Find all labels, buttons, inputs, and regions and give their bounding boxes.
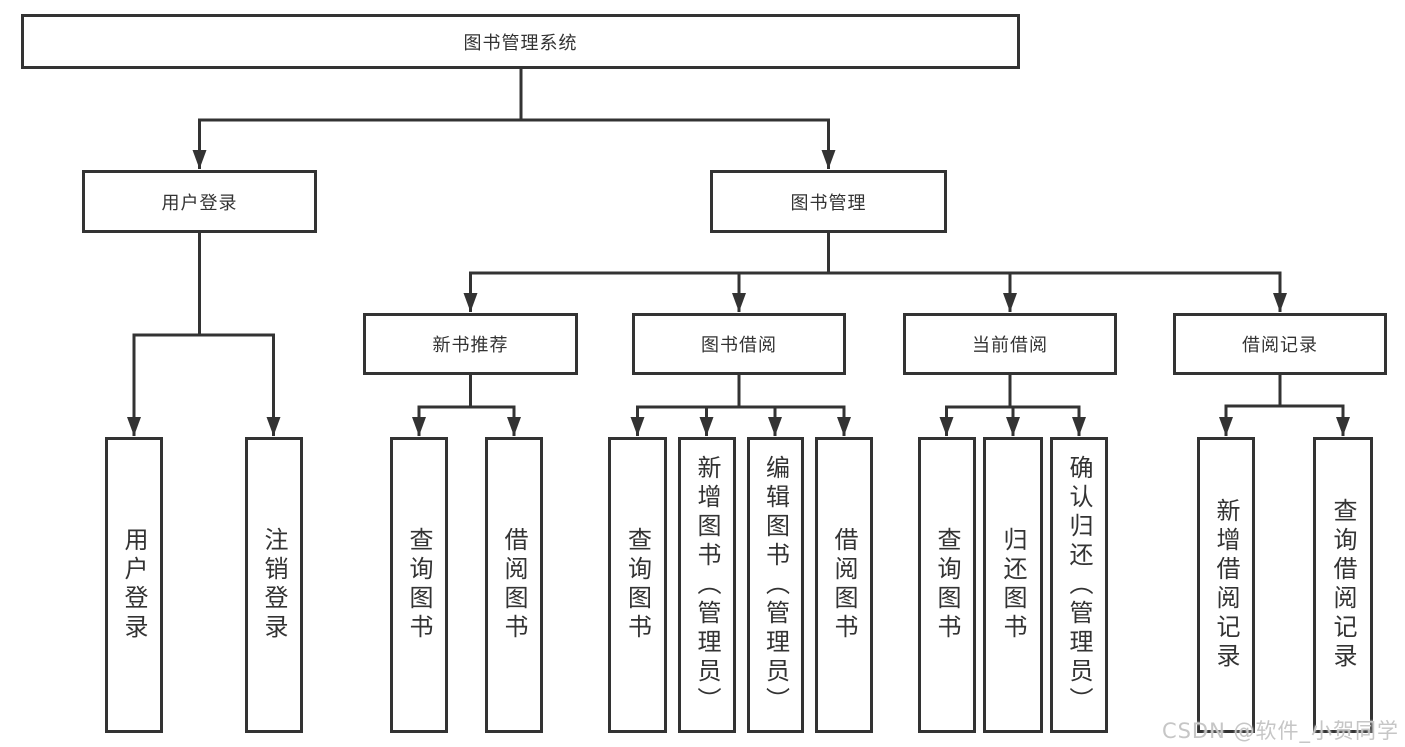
leaf-label: 查询图书 bbox=[933, 527, 961, 643]
leaf-query-books: 查询图书 bbox=[918, 437, 976, 733]
leaf-query-books: 查询图书 bbox=[608, 437, 667, 733]
node-current-borrowing: 当前借阅 bbox=[903, 313, 1117, 375]
node-label: 当前借阅 bbox=[972, 335, 1048, 356]
node-book-management: 图书管理 bbox=[710, 170, 947, 233]
leaf-label: 借阅图书 bbox=[500, 527, 528, 643]
leaf-label: 借阅图书 bbox=[830, 527, 858, 643]
leaf-label: 新增图书（管理员） bbox=[693, 454, 721, 716]
leaf-add-book-admin: 新增图书（管理员） bbox=[678, 437, 736, 733]
node-borrowing-records: 借阅记录 bbox=[1173, 313, 1387, 375]
leaf-label: 查询图书 bbox=[405, 527, 433, 643]
node-label: 新书推荐 bbox=[432, 335, 509, 356]
node-label: 图书管理系统 bbox=[463, 32, 578, 54]
leaf-add-borrow-record: 新增借阅记录 bbox=[1197, 437, 1255, 733]
leaf-query-books: 查询图书 bbox=[390, 437, 448, 733]
leaf-label: 新增借阅记录 bbox=[1212, 498, 1240, 672]
node-new-book-recommend: 新书推荐 bbox=[363, 313, 578, 375]
leaf-label: 查询图书 bbox=[623, 527, 652, 643]
leaf-label: 查询借阅记录 bbox=[1329, 498, 1357, 672]
leaf-user-login: 用户登录 bbox=[105, 437, 163, 733]
node-library-management-system: 图书管理系统 bbox=[21, 14, 1020, 69]
node-label: 图书管理 bbox=[790, 192, 867, 214]
node-book-borrowing: 图书借阅 bbox=[632, 313, 846, 375]
node-label: 用户登录 bbox=[161, 192, 238, 214]
leaf-logout: 注销登录 bbox=[245, 437, 303, 733]
leaf-edit-book-admin: 编辑图书（管理员） bbox=[747, 437, 804, 733]
leaf-borrow-books: 借阅图书 bbox=[485, 437, 543, 733]
node-user-login: 用户登录 bbox=[82, 170, 317, 233]
leaf-label: 用户登录 bbox=[120, 527, 148, 643]
leaf-query-borrow-record: 查询借阅记录 bbox=[1313, 437, 1373, 733]
leaf-label: 归还图书 bbox=[999, 527, 1027, 643]
node-label: 图书借阅 bbox=[701, 335, 777, 356]
csdn-watermark: CSDN @软件_小贺同学 bbox=[1161, 719, 1399, 743]
leaf-borrow-books: 借阅图书 bbox=[815, 437, 873, 733]
leaf-label: 确认归还（管理员） bbox=[1065, 454, 1093, 716]
node-label: 借阅记录 bbox=[1242, 335, 1318, 356]
leaf-return-book: 归还图书 bbox=[983, 437, 1043, 733]
leaf-confirm-return-admin: 确认归还（管理员） bbox=[1050, 437, 1108, 733]
leaf-label: 注销登录 bbox=[260, 527, 288, 643]
leaf-label: 编辑图书（管理员） bbox=[761, 454, 790, 716]
